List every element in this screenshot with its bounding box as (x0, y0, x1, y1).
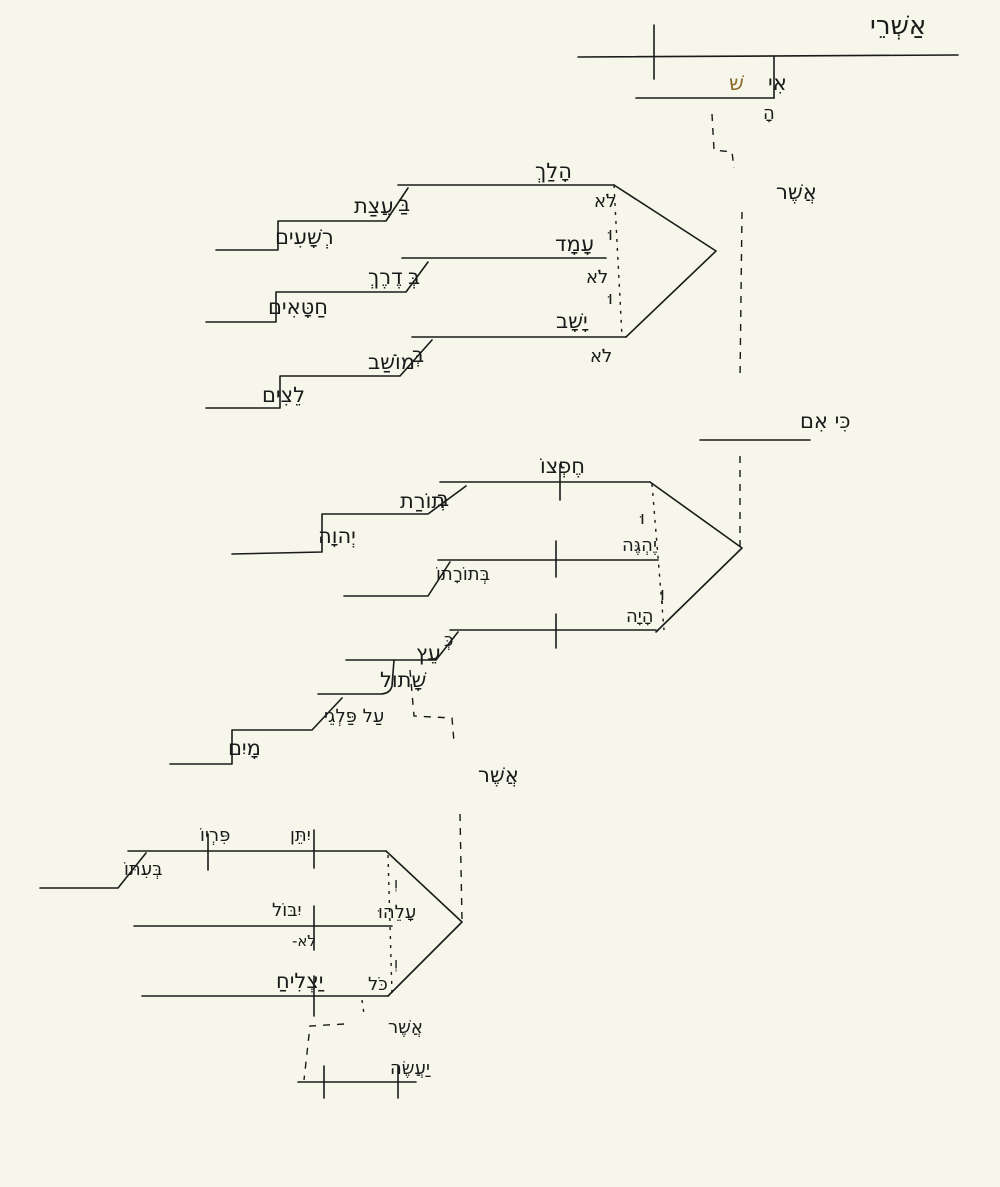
compound-bracket-3 (385, 850, 463, 997)
word-reshaim: רְשָׁעִים (275, 225, 334, 249)
word-ets: עֵץ (416, 641, 441, 665)
derekh-modifier-line (205, 261, 429, 323)
word-lo-1: לֹא (594, 191, 616, 212)
word-ha: הָ (763, 103, 775, 124)
relative-connector-1 (711, 113, 735, 169)
word-kol: כֹּל (368, 974, 388, 995)
palgei-modifier-line (169, 697, 343, 765)
word-aleihu: עָלֵהוּ (378, 902, 417, 923)
word-vav-4: וְ (660, 584, 665, 605)
word-letsim: לֵצִים (262, 383, 305, 407)
word-hayah: הָיָה (626, 606, 654, 627)
word-chataim: חַטָּאִים (268, 295, 328, 319)
word-be-2: בְּ (408, 265, 420, 289)
word-yhwh: יְהוָה (318, 524, 356, 548)
word-lo-4: לֹא- (292, 932, 316, 950)
word-asher-3: אֲשֶׁר (388, 1017, 423, 1038)
word-mayim: מָיִם (228, 736, 261, 760)
word-shatul: שָׁתוּל (380, 668, 426, 692)
compound-bracket-2 (649, 481, 743, 633)
word-yehgeh: יֶהְגֶּה (622, 535, 657, 556)
word-atsat: עֲצַת (354, 194, 394, 218)
word-lo-2: לֹא (586, 267, 608, 288)
compound-dotted-2 (651, 483, 665, 631)
word-ashrei: אַשְׁרֵי (870, 11, 926, 41)
word-lo-3: לֹא (590, 346, 612, 367)
word-be-3: בְּ (412, 343, 424, 367)
betorato-modifier-line (343, 561, 451, 597)
compound-dotted-3 (387, 854, 393, 995)
atsat-modifier-line (215, 187, 409, 251)
word-betorato: בְּתוֹרָתוֹ (436, 564, 490, 585)
shatul-line (317, 659, 395, 695)
word-torat: תוֹרַת (400, 489, 445, 513)
word-be-4: בְּ (437, 487, 449, 511)
word-al-palgei: עַל פַּלְגֵי (324, 706, 384, 727)
word-yibbol: יִבּוֹל (272, 900, 302, 921)
moshav-modifier-line (205, 339, 433, 409)
compound-bracket-1 (613, 184, 717, 338)
word-halakh: הָלַךְ (535, 159, 572, 183)
relative-connector-3 (303, 1023, 345, 1081)
word-derekh: דֶרֶךְ (368, 265, 403, 289)
word-ke: כְּ (444, 630, 454, 651)
word-be-1: בַּ (398, 192, 410, 216)
word-asher-1: אֲשֶׁר (776, 180, 817, 204)
word-beito: בְּעִתּוֹ (124, 859, 163, 880)
word-ish-a: אִי (768, 71, 787, 95)
word-vav-6: וְ (394, 954, 398, 972)
word-ish-b: שׁ (729, 71, 744, 95)
main-baseline (577, 54, 959, 58)
word-vav-2: וּ (608, 288, 613, 309)
compound-dotted-1 (613, 184, 623, 338)
word-cheftso: חֶפְצוֹ (540, 454, 585, 478)
word-vav-5: וְ (394, 874, 398, 892)
word-vav-3: וּ (640, 508, 645, 529)
beito-modifier-line (39, 852, 147, 889)
asher-2-connector (459, 813, 463, 921)
torat-modifier-line (231, 485, 467, 555)
word-vav-1: וּ (608, 224, 613, 245)
word-yaaseh: יַעֲשֶׂה (390, 1058, 431, 1079)
word-asher-2: אֲשֶׁר (478, 763, 519, 787)
word-yiten: יִתֵּן (290, 825, 311, 846)
main-dashed-spine (739, 211, 743, 381)
word-moshav: מוֹשַׁב (368, 350, 415, 374)
word-yatsliach: יַצְלִיחַ (276, 969, 324, 993)
word-amad: עָמָד (555, 232, 594, 256)
ets-modifier-line (345, 631, 459, 661)
word-yashav: יָשָׁב (556, 309, 589, 333)
kol-connector (361, 999, 365, 1015)
word-piryo: פִּרְיוֹ (200, 825, 230, 846)
word-ki-im: כִּי אִם (800, 409, 850, 433)
